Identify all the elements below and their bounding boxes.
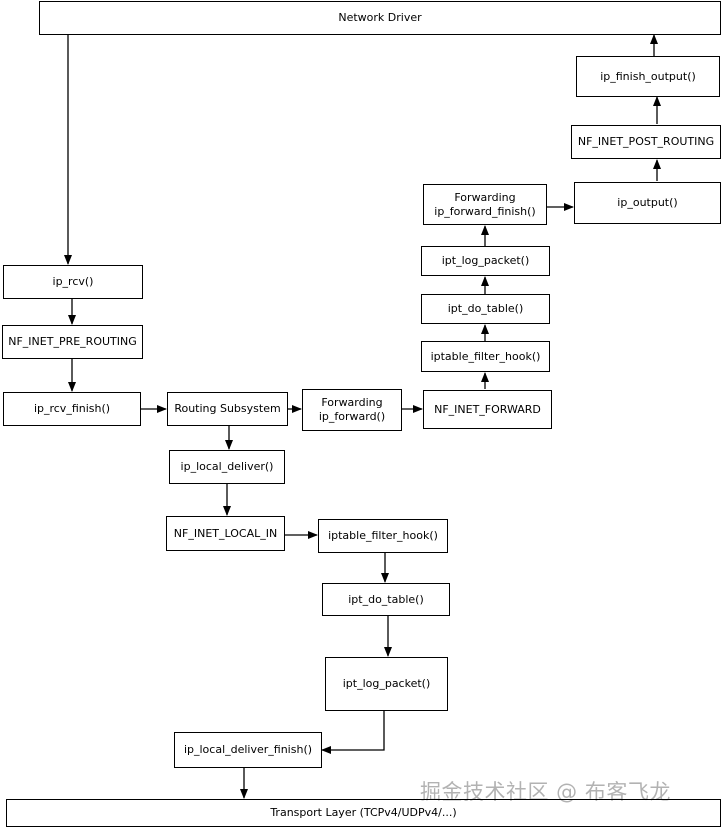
- node-label: ip_rcv(): [52, 275, 94, 288]
- node-nf-inet-post-routing: NF_INET_POST_ROUTING: [571, 125, 721, 159]
- node-label: ip_local_deliver_finish(): [183, 743, 313, 756]
- node-label: iptable_filter_hook(): [328, 529, 438, 542]
- node-ip-local-deliver: ip_local_deliver(): [169, 450, 285, 484]
- node-transport-layer: Transport Layer (TCPv4/UDPv4/...): [6, 799, 721, 827]
- node-label-line-2: ip_forward_finish(): [434, 204, 536, 218]
- node-label: Transport Layer (TCPv4/UDPv4/...): [270, 806, 457, 819]
- arrow-in-log-to-local-deliver-finish: [321, 711, 385, 754]
- node-label: NF_INET_FORWARD: [434, 402, 541, 416]
- node-label: ipt_log_packet(): [342, 677, 431, 690]
- node-label-line-1: Forwarding: [321, 396, 383, 409]
- node-network-driver: Network Driver: [39, 1, 721, 35]
- node-nf-inet-local-in: NF_INET_LOCAL_IN: [166, 516, 285, 551]
- node-ip-finish-output: ip_finish_output(): [576, 56, 720, 97]
- node-label: ipt_do_table(): [348, 592, 424, 606]
- node-forwarding-ip-forward-finish: Forwarding ip_forward_finish(): [423, 184, 547, 225]
- node-label: ip_finish_output(): [600, 69, 696, 83]
- node-label-line-2: ip_forward(): [318, 410, 386, 423]
- node-ip-output: ip_output(): [574, 182, 721, 224]
- node-routing-subsystem: Routing Subsystem: [167, 392, 288, 426]
- node-local-ipt-log-packet: ipt_log_packet(): [325, 657, 448, 711]
- node-label: Network Driver: [338, 11, 422, 24]
- node-label-line-1: Forwarding: [454, 190, 516, 204]
- node-ip-rcv-finish: ip_rcv_finish(): [3, 392, 141, 426]
- node-label: NF_INET_POST_ROUTING: [577, 135, 715, 148]
- watermark: 掘金技术社区 @ 布客飞龙: [420, 780, 671, 804]
- node-label: ipt_do_table(): [447, 302, 524, 315]
- node-label: ip_local_deliver(): [180, 460, 274, 473]
- node-forward-iptable-filter-hook: iptable_filter_hook(): [421, 341, 550, 372]
- node-local-ipt-do-table: ipt_do_table(): [322, 583, 450, 616]
- node-forward-ipt-log-packet: ipt_log_packet(): [421, 246, 550, 276]
- node-ip-rcv: ip_rcv(): [3, 265, 143, 299]
- node-nf-inet-forward: NF_INET_FORWARD: [423, 390, 552, 429]
- node-label: Routing Subsystem: [174, 402, 281, 415]
- node-ip-local-deliver-finish: ip_local_deliver_finish(): [174, 732, 322, 768]
- node-forwarding-ip-forward: Forwarding ip_forward(): [302, 389, 402, 431]
- node-label: NF_INET_LOCAL_IN: [173, 526, 278, 540]
- node-label: ip_rcv_finish(): [33, 402, 111, 415]
- node-nf-inet-pre-routing: NF_INET_PRE_ROUTING: [2, 325, 143, 359]
- node-local-iptable-filter-hook: iptable_filter_hook(): [318, 519, 448, 553]
- node-label: iptable_filter_hook(): [430, 349, 541, 363]
- node-forward-ipt-do-table: ipt_do_table(): [421, 294, 550, 324]
- node-label: NF_INET_PRE_ROUTING: [8, 335, 137, 348]
- node-label: ip_output(): [617, 196, 678, 209]
- node-label: ipt_log_packet(): [441, 254, 530, 267]
